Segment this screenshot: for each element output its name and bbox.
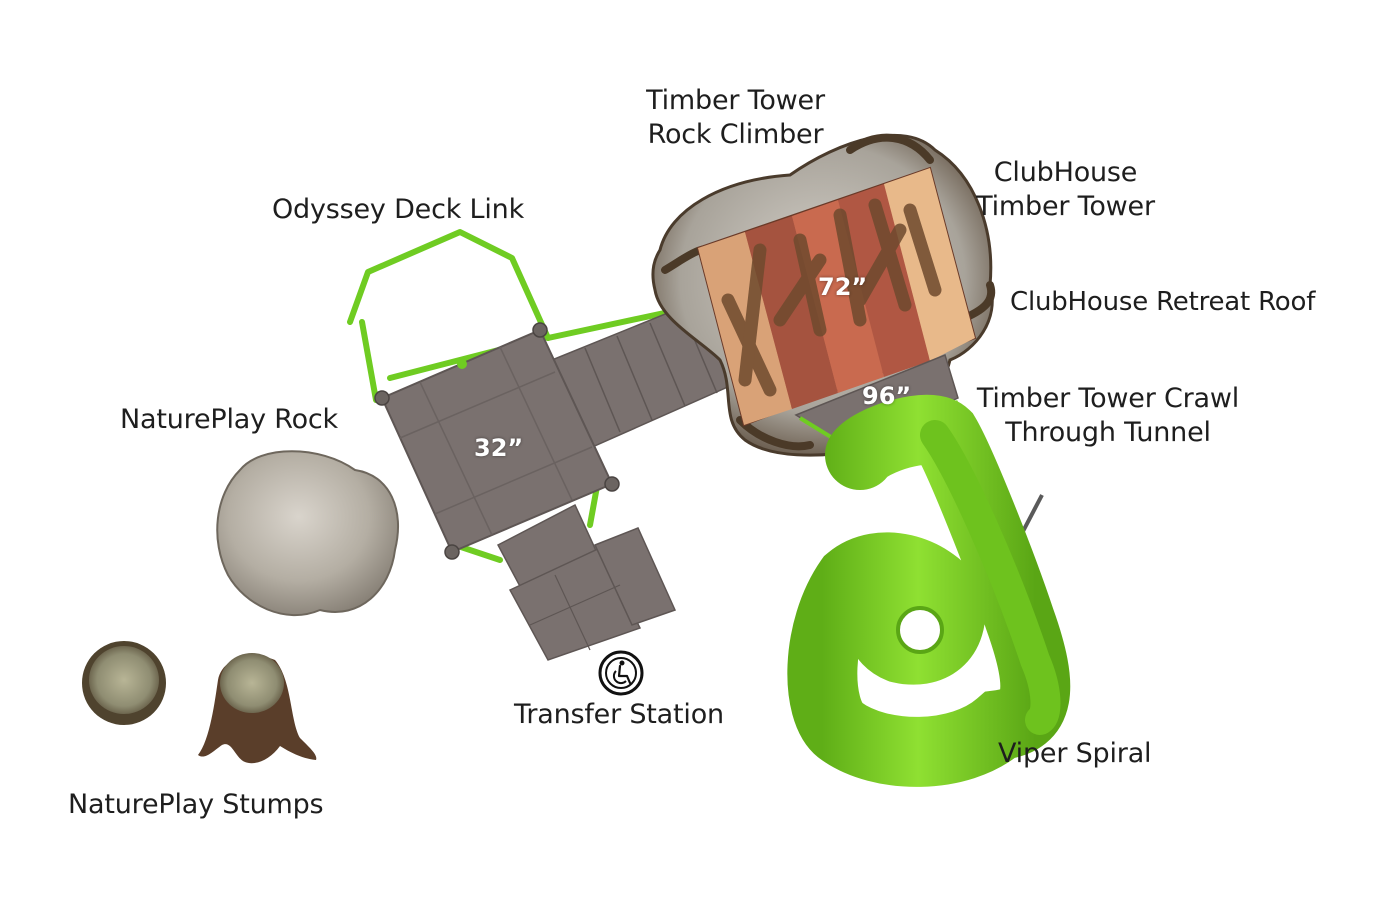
label-crawl-tunnel-line1: Timber Tower Crawl [976, 383, 1240, 414]
label-crawl-tunnel-line2: Through Tunnel [1005, 417, 1211, 448]
label-clubhouse-timber-tower: ClubHouse Timber Tower [968, 156, 1163, 224]
natureplay-rock [216, 450, 400, 616]
wheelchair-accessible-icon [598, 650, 644, 696]
label-natureplay-rock: NaturePlay Rock [120, 404, 338, 435]
label-clubhouse-timber-tower-line2: Timber Tower [976, 191, 1155, 222]
label-timber-tower-rock-climber: Timber Tower Rock Climber [628, 84, 843, 152]
label-transfer-station: Transfer Station [514, 699, 724, 730]
label-timber-tower-crawl-through-tunnel: Timber Tower Crawl Through Tunnel [968, 382, 1248, 450]
label-clubhouse-timber-tower-line1: ClubHouse [993, 157, 1138, 188]
clubhouse-retreat-roof [696, 166, 977, 427]
label-timber-tower-rock-climber-line2: Rock Climber [647, 119, 824, 150]
deck-72-height: 72” [818, 273, 868, 301]
deck-96-height: 96” [862, 382, 912, 410]
label-viper-spiral: Viper Spiral [998, 738, 1152, 769]
label-odyssey-deck-link: Odyssey Deck Link [272, 194, 525, 225]
deck-32-height: 32” [474, 434, 524, 462]
label-natureplay-stumps: NaturePlay Stumps [68, 789, 324, 820]
transfer-station-steps [496, 503, 677, 661]
label-clubhouse-retreat-roof: ClubHouse Retreat Roof [1010, 287, 1316, 317]
natureplay-stumps [82, 641, 317, 764]
label-timber-tower-rock-climber-line1: Timber Tower [646, 85, 825, 116]
viper-spiral-slide [787, 394, 1071, 787]
deck-32 [374, 322, 620, 560]
